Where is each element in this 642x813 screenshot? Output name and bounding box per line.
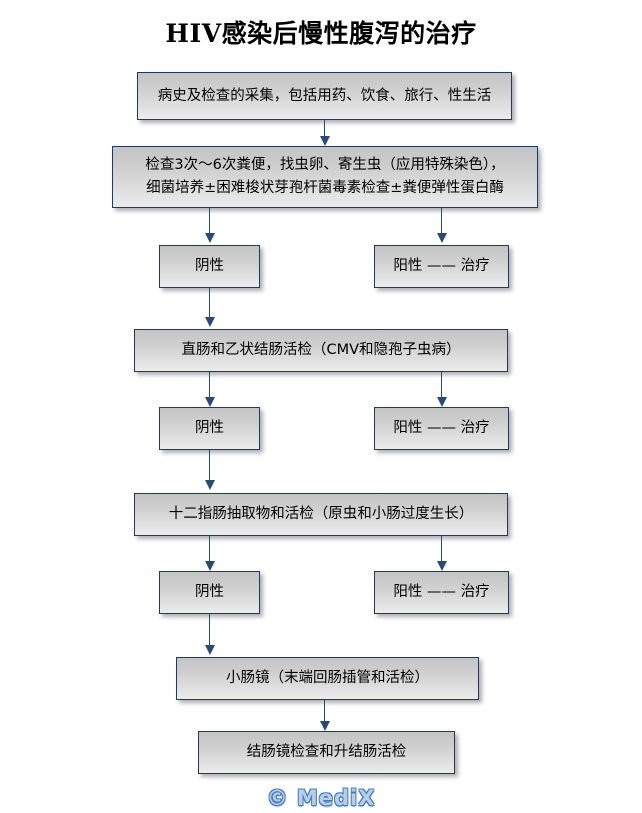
- arrowhead-step2-positive1: [437, 233, 447, 243]
- connector-step4-positive3: [441, 536, 442, 562]
- arrowhead-step2-negative1: [205, 233, 215, 243]
- watermark-medix: © MediX: [266, 786, 376, 810]
- connector-negative1-step3: [209, 288, 210, 318]
- connector-step3-negative2: [209, 372, 210, 398]
- arrowhead-step5-step6: [320, 721, 330, 731]
- node-negative-3: 阴性: [159, 571, 260, 614]
- connector-step3-positive2: [441, 372, 442, 398]
- arrowhead-negative2-step4: [205, 480, 215, 490]
- node-history-collection: 病史及检查的采集，包括用药、饮食、旅行、性生活: [137, 72, 512, 120]
- node-positive-1: 阳性 —— 治疗: [374, 245, 509, 288]
- node-stool-exam: 检查3次～6次粪便，找虫卵、寄生虫（应用特殊染色）， 细菌培养±困难梭状芽孢杆菌…: [112, 146, 538, 208]
- connector-negative2-step4: [209, 450, 210, 481]
- arrowhead-step4-positive3: [437, 561, 447, 571]
- arrowhead-step4-negative3: [205, 561, 215, 571]
- connector-step2-negative1: [209, 208, 210, 234]
- connector-negative3-step5: [209, 614, 210, 646]
- arrowhead-negative1-step3: [205, 317, 215, 327]
- arrowhead-step3-negative2: [205, 397, 215, 407]
- node-colonoscopy: 结肠镜检查和升结肠活检: [198, 731, 455, 774]
- connector-step1-step2: [324, 120, 325, 137]
- arrowhead-step1-step2: [320, 136, 330, 146]
- arrowhead-step3-positive2: [437, 397, 447, 407]
- node-positive-3: 阳性 —— 治疗: [374, 571, 509, 614]
- node-positive-2: 阳性 —— 治疗: [374, 407, 509, 450]
- connector-step5-step6: [324, 700, 325, 722]
- page-title: HIV感染后慢性腹泻的治疗: [165, 19, 477, 48]
- connector-step4-negative3: [209, 536, 210, 562]
- node-rectosigmoid-biopsy: 直肠和乙状结肠活检（CMV和隐孢子虫病）: [134, 329, 508, 372]
- arrowhead-negative3-step5: [205, 645, 215, 655]
- node-enteroscopy: 小肠镜（末端回肠插管和活检）: [176, 657, 479, 700]
- connector-step2-positive1: [441, 208, 442, 234]
- node-negative-1: 阴性: [159, 245, 260, 288]
- node-duodenal-aspirate-biopsy: 十二指肠抽取物和活检（原虫和小肠过度生长）: [134, 493, 508, 536]
- node-negative-2: 阴性: [159, 407, 260, 450]
